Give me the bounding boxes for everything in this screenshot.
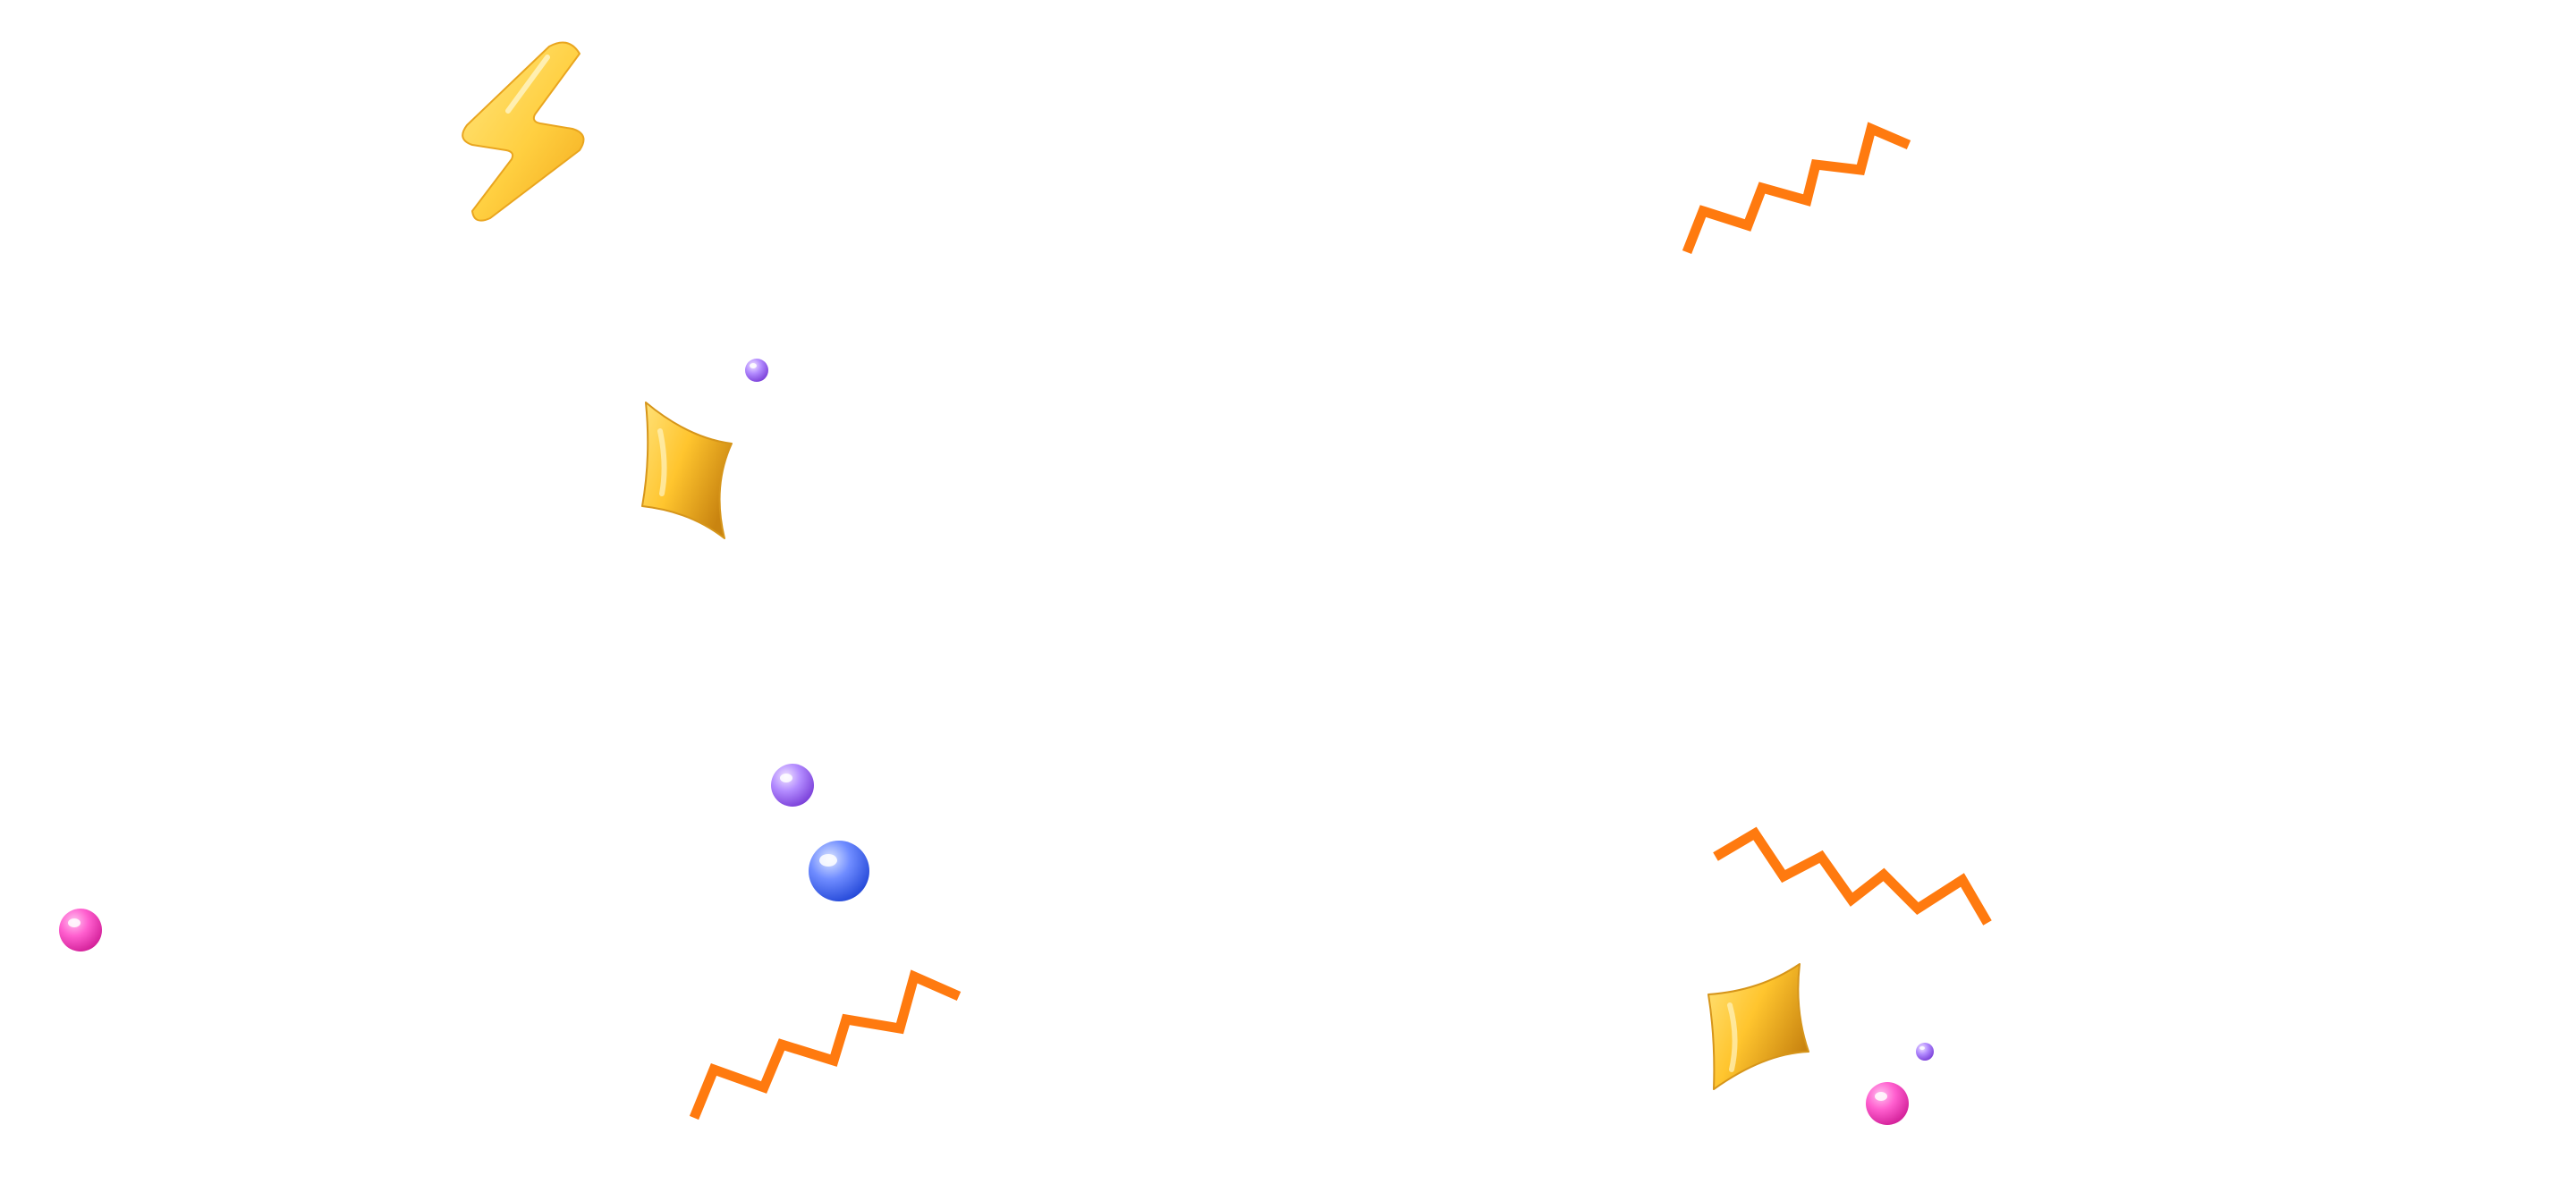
sphere-icon <box>1866 1082 1909 1125</box>
zigzag-icon <box>1713 826 1992 926</box>
sphere-icon <box>59 909 102 951</box>
four-point-star-icon <box>641 402 733 539</box>
sphere-icon <box>809 841 869 901</box>
lightning-bolt-icon <box>462 41 585 222</box>
zigzag-icon <box>1682 122 1911 255</box>
sphere-highlights <box>68 363 1925 1101</box>
zigzag-icon <box>689 969 962 1121</box>
four-point-star-icon <box>1707 963 1809 1090</box>
sphere-icon <box>1916 1043 1934 1061</box>
sphere-icon <box>745 359 768 382</box>
sphere-icon <box>771 764 814 807</box>
